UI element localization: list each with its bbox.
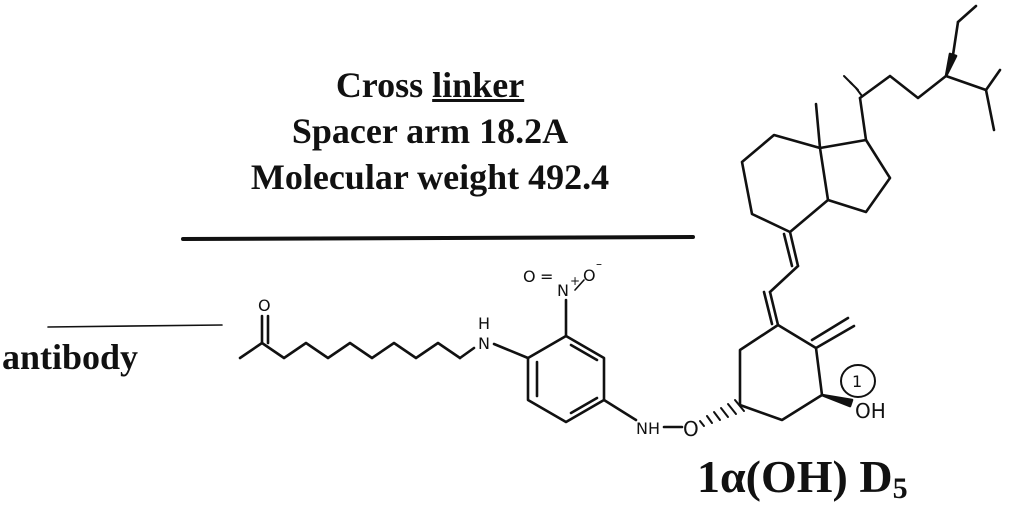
cd-ring-system (740, 102, 892, 234)
triene-chain (762, 230, 800, 327)
amine-hydrogen: H (478, 314, 490, 333)
header-rule (181, 235, 695, 241)
antibody-label: antibody (2, 337, 139, 377)
crosslinker-info: Cross linker Spacer arm 18.2A Molecular … (180, 62, 680, 200)
nitro-charge-minus: – (596, 257, 602, 271)
a-ring (738, 316, 856, 422)
crosslinker-title-underlined: linker (432, 65, 525, 105)
nitro-double-bond: = (540, 267, 553, 286)
hexanoyl-chain (238, 314, 462, 360)
nitro-oxygen-2: O (583, 266, 596, 285)
alpha-hashed-bond (699, 399, 745, 427)
spacer-arm-text: Spacer arm 18.2A (291, 111, 569, 151)
carbonyl-oxygen: O (258, 296, 271, 315)
circle-mark-label: 1 (852, 372, 862, 391)
antibody-rule (47, 324, 223, 328)
compound-label: 1α(OH) D5 (697, 451, 908, 505)
linker-nh: NH (636, 419, 660, 438)
nitro-oxygen-1: O (523, 267, 536, 286)
hydroxyl-group: OH (855, 399, 886, 423)
nitro-charge-plus: + (570, 274, 580, 288)
crosslinker-title: Cross linker (335, 65, 525, 105)
amine-bond-left (458, 346, 476, 360)
linker-oxygen: O (683, 417, 699, 441)
side-chain (843, 4, 1002, 142)
molecular-weight-text: Molecular weight 492.4 (250, 157, 610, 197)
nitrobenzene-ring (526, 298, 638, 424)
amine-nitrogen: N (478, 334, 490, 353)
amine-bond-right (492, 342, 530, 360)
nitro-nitrogen: N (557, 281, 569, 300)
circle-mark (840, 364, 876, 398)
nitro-bond-o2 (574, 279, 585, 291)
hydroxyl-wedge (820, 393, 854, 408)
